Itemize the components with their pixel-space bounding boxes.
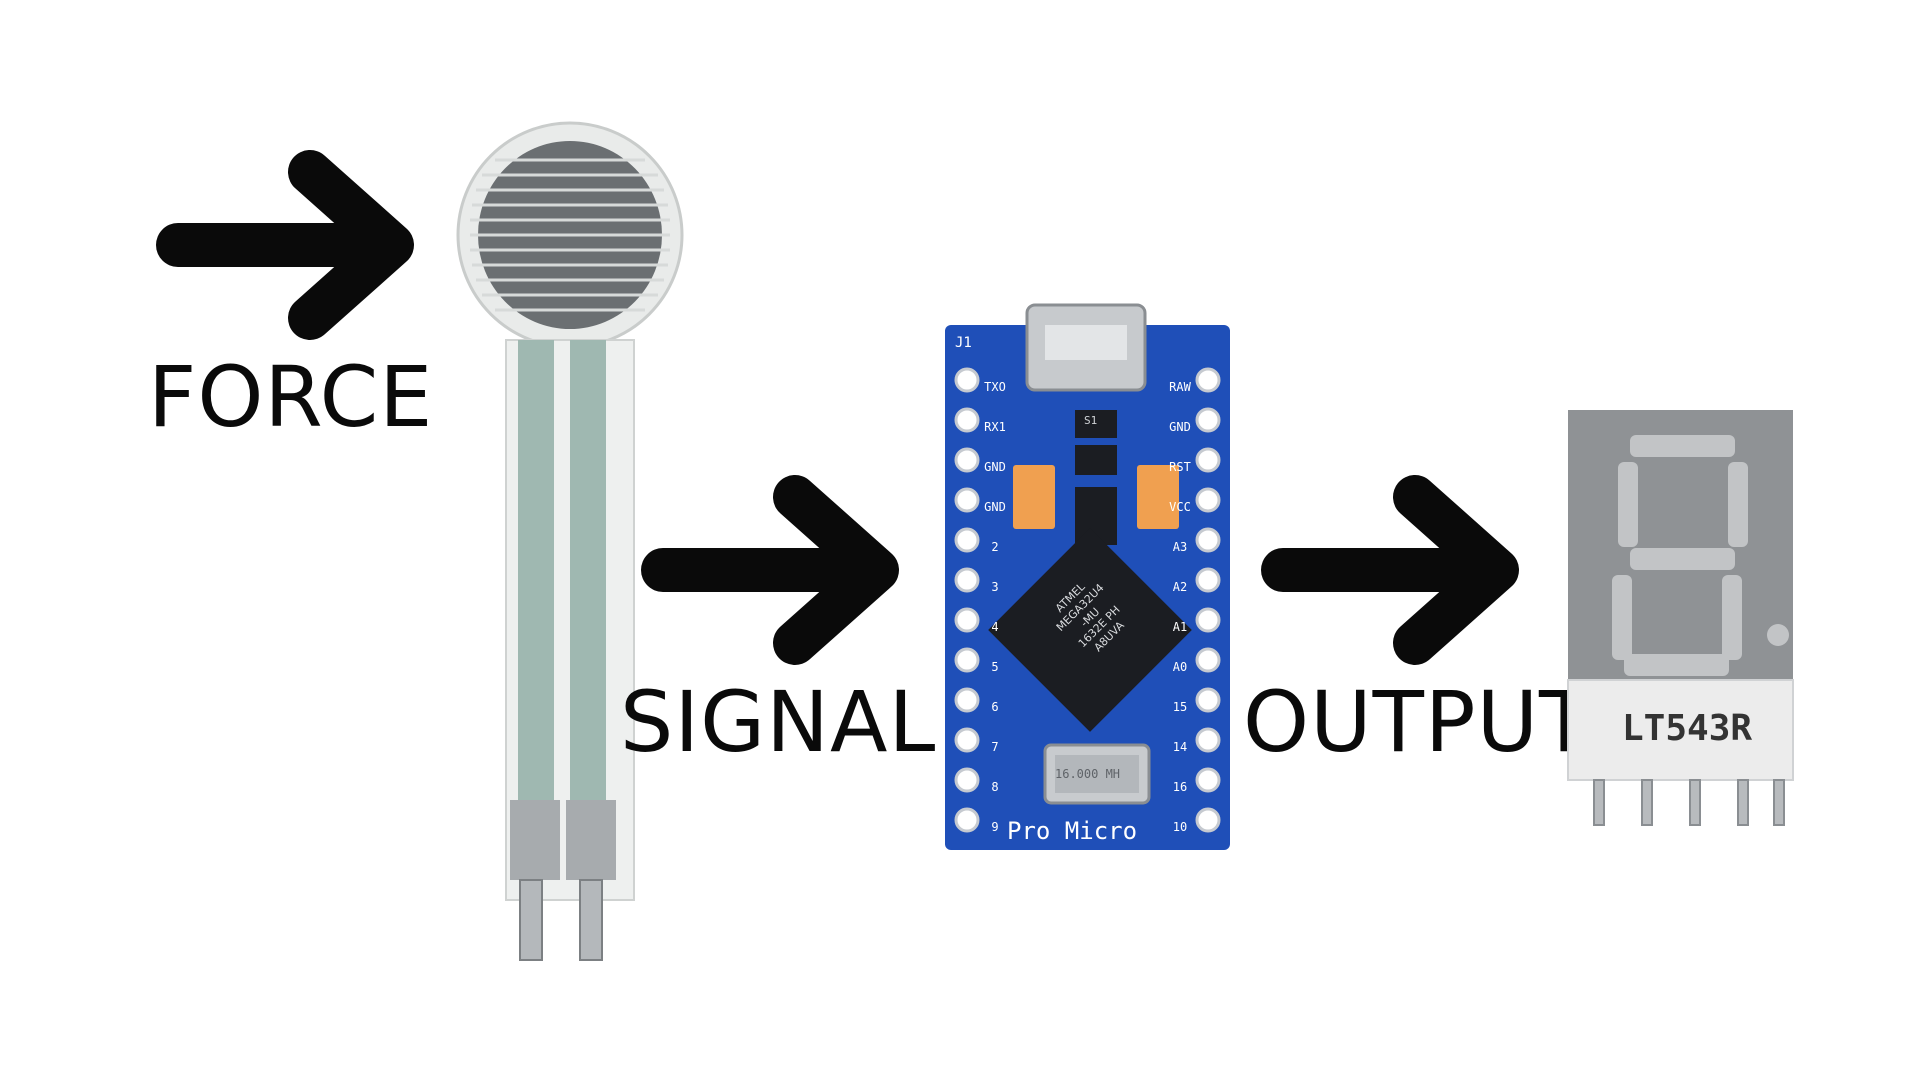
display-part-number: LT543R [1622, 708, 1753, 749]
pin-label: A1 [1172, 620, 1188, 634]
pin-label: 7 [991, 740, 999, 754]
pin-label: 15 [1172, 700, 1188, 714]
pin-label: 3 [991, 580, 999, 594]
pin-label: GND [984, 500, 1006, 514]
pin-label: RAW [1169, 380, 1191, 394]
pin-label: 4 [991, 620, 999, 634]
pin-label: RST [1169, 460, 1191, 474]
crystal-label: 16.000 MH [1055, 767, 1121, 781]
seven-segment-display: LT543R [1560, 410, 1810, 830]
pin-label: RX1 [984, 420, 1006, 434]
pin-label: A0 [1172, 660, 1188, 674]
pin-label: 8 [991, 780, 999, 794]
pin-label: GND [1169, 420, 1191, 434]
pin-label: 16 [1172, 780, 1188, 794]
right-pin-labels: RAW GND RST VCC A3 A2 A1 A0 15 14 16 10 [1164, 367, 1196, 847]
pin-label: A2 [1172, 580, 1188, 594]
regulator-label: S1 [1084, 414, 1098, 427]
pin-label: 14 [1172, 740, 1188, 754]
right-arrow-icon [1261, 475, 1519, 665]
left-pin-labels: TXO RX1 GND GND 2 3 4 5 6 7 8 9 [979, 367, 1011, 847]
pin-label: 6 [991, 700, 999, 714]
pin-label: GND [984, 460, 1006, 474]
pin-label: A3 [1172, 540, 1188, 554]
pin-label: 2 [991, 540, 999, 554]
right-arrow-icon [156, 150, 414, 340]
force-sensor-image [456, 121, 684, 961]
signal-label: SIGNAL [620, 673, 937, 771]
output-label: OUTPUT [1243, 673, 1592, 771]
board-name-label: Pro Micro [1007, 817, 1138, 845]
force-label: FORCE [148, 348, 434, 446]
pin-label: 10 [1172, 820, 1188, 834]
pro-micro-board: Pro Micro J1 16.000 MH S1 ATMEL MEGA32U4… [945, 303, 1230, 850]
header-label: J1 [955, 335, 972, 351]
pin-label: VCC [1169, 500, 1191, 514]
pin-label: TXO [984, 380, 1006, 394]
pin-label: 9 [991, 820, 999, 834]
right-arrow-icon [641, 475, 899, 665]
pin-label: 5 [991, 660, 999, 674]
